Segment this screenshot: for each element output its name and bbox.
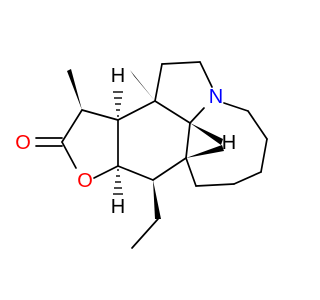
bond-c3-c3a: [81, 109, 119, 121]
wedge-bond-layer: [67, 69, 224, 219]
bond-c9-c12: [154, 63, 163, 102]
bond-ethyl-c1-c2: [131, 218, 159, 249]
wedge-bond-c10-h: [190, 123, 223, 145]
bond-c3a-c9: [117, 100, 156, 121]
bond-c17-c18: [195, 183, 235, 187]
wedge-bond-c3-methyl: [67, 69, 82, 110]
bond-c16-c17: [233, 171, 262, 185]
bond-n-c10: [189, 107, 205, 124]
bond-n-c14: [223, 102, 249, 112]
atom-label-layer: O O N H H H: [15, 65, 236, 218]
bond-c2-c3: [61, 109, 83, 143]
wedge-bond-c9-h: [130, 70, 155, 101]
bond-c5-c4: [117, 165, 154, 181]
bond-layer: [35, 61, 268, 249]
bond-c18-c11: [185, 157, 197, 187]
atom-label-o-ring: O: [77, 170, 93, 192]
atom-label-h-bottom: H: [111, 196, 125, 218]
bond-c15-c16: [260, 138, 268, 173]
molecule-structure-diagram: O O N H H H: [15, 61, 268, 249]
bond-c11-c5: [152, 157, 187, 181]
atom-label-h-top: H: [111, 65, 125, 87]
atom-label-n: N: [209, 86, 223, 108]
bond-c12-c13: [161, 61, 201, 65]
wedge-bond-c11-h: [186, 145, 224, 158]
atom-label-o-carbonyl: O: [15, 132, 31, 154]
bond-c14-c15: [247, 110, 268, 140]
bond-c10-c11: [185, 122, 191, 159]
bond-o-ring-c4: [93, 165, 119, 179]
bond-c9-c10: [154, 100, 191, 124]
hash-bond-layer: [113, 91, 123, 195]
hash-bond-c3a-h: [113, 91, 123, 117]
bond-c13-n: [199, 61, 213, 88]
wedge-bond-c5-ethyl: [153, 180, 161, 219]
atom-label-h-right: H: [222, 132, 236, 154]
hash-bond-c4-h: [113, 169, 123, 195]
bond-c2-o-ring: [61, 141, 77, 169]
